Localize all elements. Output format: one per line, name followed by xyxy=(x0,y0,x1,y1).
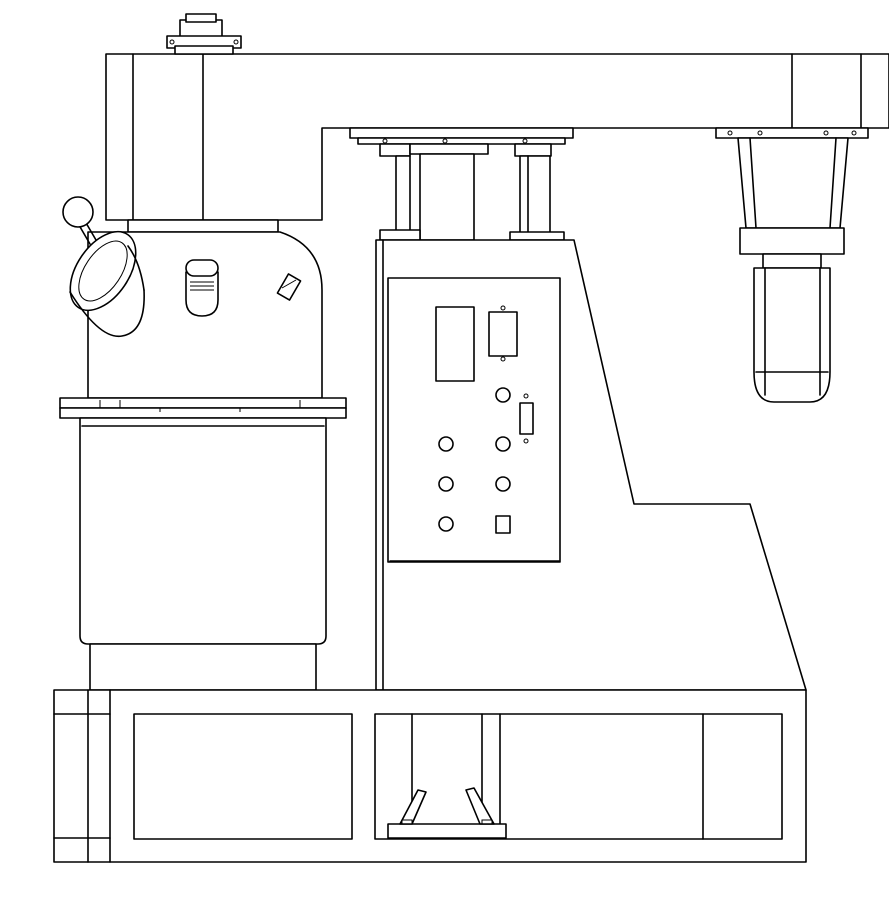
control-panel xyxy=(388,278,560,562)
handle-knob xyxy=(63,197,96,244)
sight-port xyxy=(186,260,218,316)
indicator-light xyxy=(439,477,453,491)
indicator-light xyxy=(439,517,453,531)
indicator-light xyxy=(496,437,510,451)
lift-columns xyxy=(380,154,564,240)
top-connector xyxy=(167,14,241,54)
indicator-light xyxy=(496,388,510,402)
indicator-light xyxy=(496,477,510,491)
feed-funnel xyxy=(57,220,149,336)
mixing-bowl xyxy=(80,418,326,690)
switch-middle xyxy=(520,403,533,434)
small-valve xyxy=(277,274,300,300)
mixing-head xyxy=(57,197,322,398)
lift-plate xyxy=(350,128,573,156)
top-beam xyxy=(106,54,889,220)
base-stand xyxy=(388,788,506,838)
flange xyxy=(60,398,346,418)
motor-assembly xyxy=(716,128,868,402)
indicator-light xyxy=(439,437,453,451)
switch-top xyxy=(489,312,517,356)
switch-bottom xyxy=(496,516,510,533)
display-window xyxy=(436,307,474,381)
